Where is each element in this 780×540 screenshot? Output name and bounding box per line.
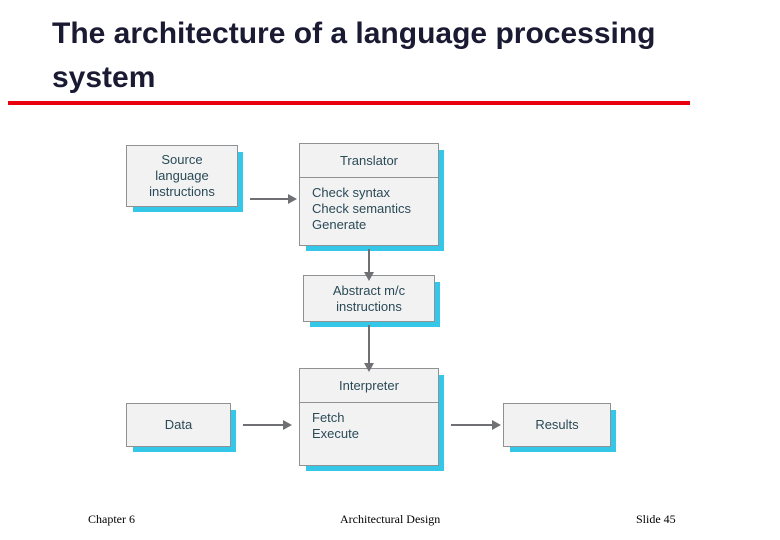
node-interpreter-header: Interpreter (339, 377, 399, 393)
node-interpreter-line-2: Execute (312, 425, 359, 441)
node-translator-line-2: Check semantics (312, 200, 411, 216)
node-source-language-instructions: Source language instructions (126, 145, 243, 212)
node-translator: Translator Check syntax Check semantics … (299, 143, 444, 251)
arrow-interpreter-to-results (451, 424, 494, 426)
footer-topic: Architectural Design (340, 512, 441, 526)
footer-chapter: Chapter 6 (88, 512, 135, 526)
arrowhead-translator-to-abstract (364, 272, 374, 281)
arrow-translator-to-abstract (368, 249, 370, 275)
node-data: Data (126, 403, 236, 452)
node-abstract-line-1: Abstract m/c (332, 282, 406, 298)
node-data-label: Data (164, 417, 193, 433)
arrowhead-interpreter-to-results (492, 420, 501, 430)
footer-slide-number: Slide 45 (636, 512, 676, 526)
node-translator-line-1: Check syntax (312, 185, 391, 200)
node-results-label: Results (535, 417, 579, 433)
node-interpreter: Interpreter Fetch Execute (299, 368, 444, 471)
node-interpreter-line-1: Fetch (312, 410, 345, 425)
arrowhead-abstract-to-interpreter (364, 363, 374, 372)
page-title: The architecture of a language processin… (52, 17, 656, 94)
arrowhead-data-to-interpreter (283, 420, 292, 430)
node-translator-header: Translator (339, 152, 399, 168)
node-source-line-1: Source (161, 152, 203, 168)
node-results: Results (503, 403, 616, 452)
node-abstract-line-2: instructions (336, 298, 402, 314)
node-translator-line-3: Generate (312, 216, 367, 232)
title-divider (8, 101, 690, 105)
architecture-diagram: Source language instructions Translator … (0, 118, 780, 488)
arrowhead-source-to-translator (288, 194, 297, 204)
arrow-source-to-translator (250, 198, 290, 200)
arrow-data-to-interpreter (243, 424, 285, 426)
arrow-abstract-to-interpreter (368, 325, 370, 366)
node-abstract-machine-instructions: Abstract m/c instructions (303, 275, 440, 327)
node-source-line-2: language (155, 168, 209, 184)
slide-footer: Chapter 6 Architectural Design Slide 45 (0, 512, 780, 534)
node-source-line-3: instructions (149, 183, 215, 199)
